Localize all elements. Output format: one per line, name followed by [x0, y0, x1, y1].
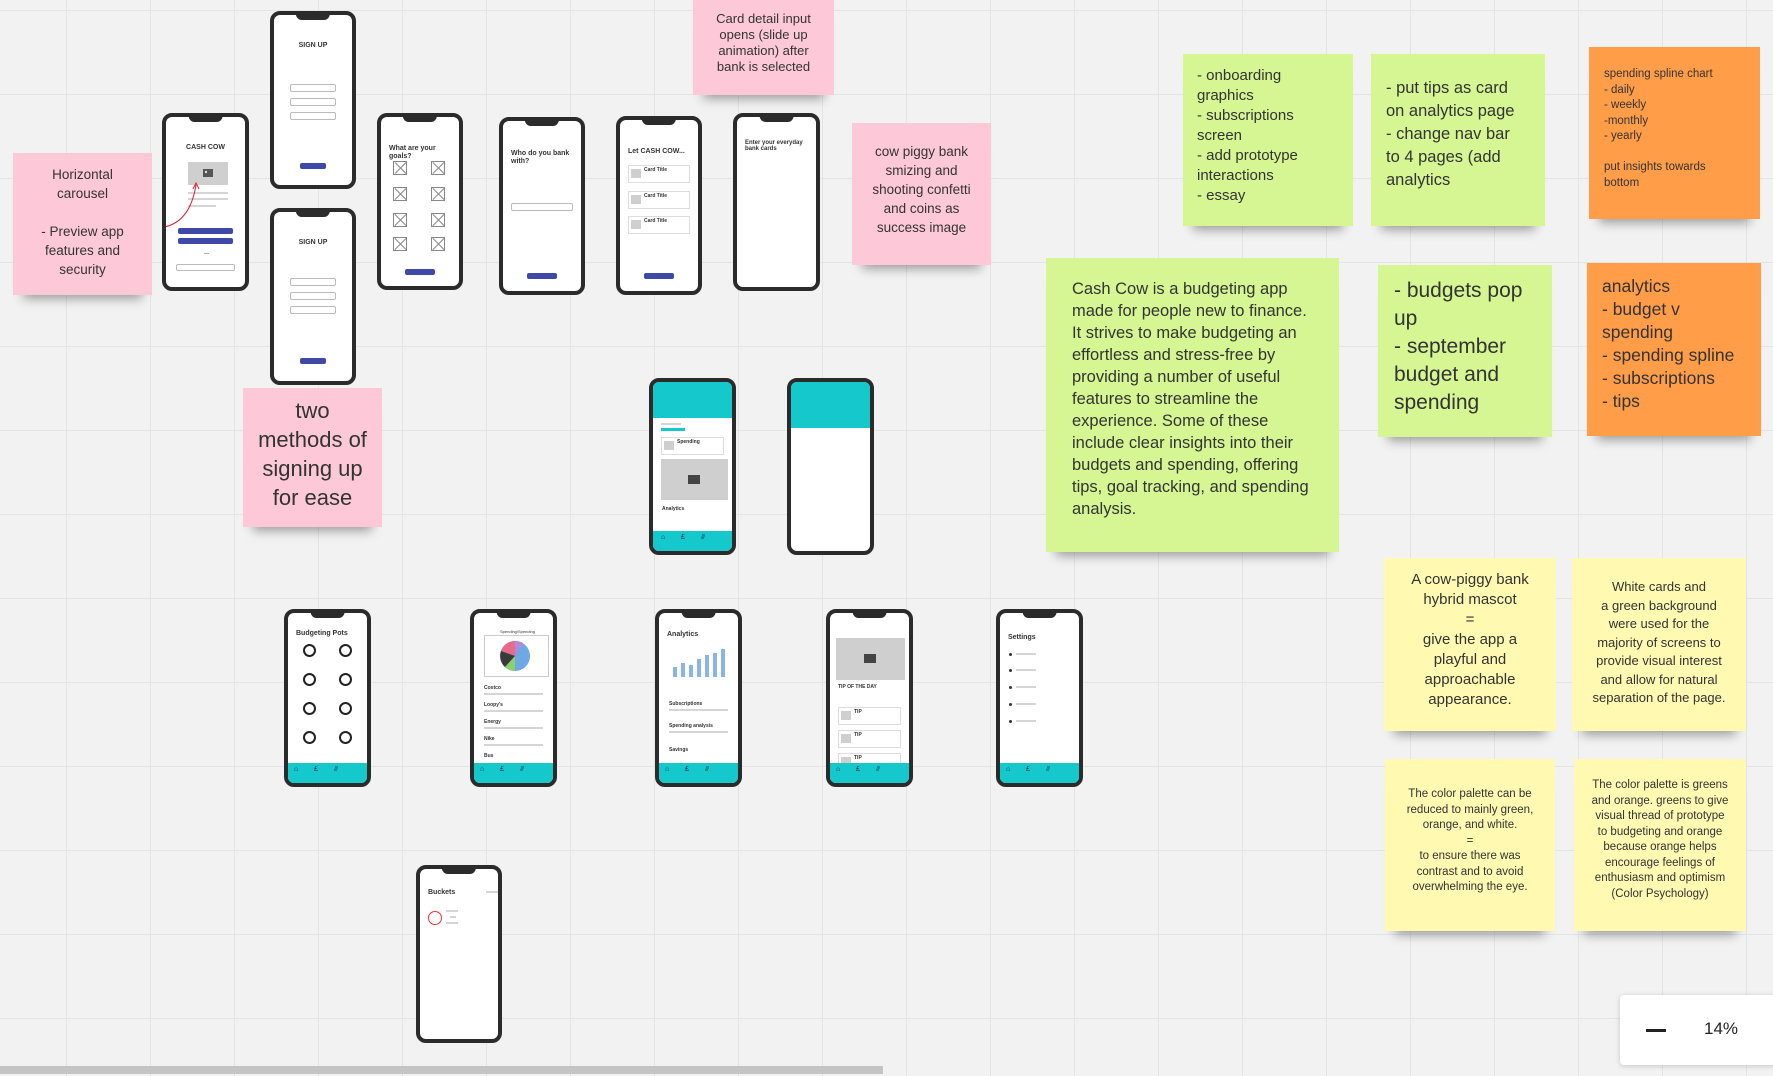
next-button[interactable]: [300, 358, 326, 364]
image-icon: [688, 475, 700, 484]
phone-buckets[interactable]: Buckets: [416, 865, 502, 1043]
sticky-note-mascot[interactable]: A cow-piggy bank hybrid mascot = give th…: [1384, 558, 1556, 731]
image-placeholder: [836, 638, 905, 680]
sticky-note-piggy-bank[interactable]: cow piggy bank smizing and shooting conf…: [852, 123, 991, 265]
chart-icon[interactable]: ⫻: [701, 534, 706, 541]
sticky-note-horizontal-carousel[interactable]: Horizontal carousel - Preview app featur…: [13, 153, 152, 295]
chart-icon[interactable]: ⫻: [334, 766, 339, 773]
phone-settings[interactable]: Settings ⌂ £ ⫻: [996, 609, 1083, 787]
phone-signup-2[interactable]: SIGN UP: [270, 208, 356, 385]
home-icon[interactable]: ⌂: [661, 534, 666, 541]
home-icon[interactable]: ⌂: [665, 766, 670, 773]
bottom-nav[interactable]: ⌂ £ ⫻: [659, 763, 738, 783]
pound-icon[interactable]: £: [500, 766, 504, 773]
phone-budgeting-pots[interactable]: Budgeting Pots ⌂ £ ⫻: [284, 609, 371, 787]
phone-signup-1[interactable]: SIGN UP: [270, 11, 356, 189]
phone-analytics[interactable]: Analytics Subscriptions Spending analysi…: [655, 609, 742, 787]
chart-icon[interactable]: ⫻: [1046, 766, 1051, 773]
sticky-note-white-cards[interactable]: White cards and a green background were …: [1572, 558, 1746, 731]
bar-chart: [673, 649, 725, 677]
continue-button[interactable]: [405, 269, 435, 275]
screen-title: SIGN UP: [298, 239, 328, 246]
pound-icon[interactable]: £: [856, 766, 860, 773]
phone-cash-cow-carousel[interactable]: CASH COW —: [162, 113, 249, 291]
screen-title: Enter your everyday bank cards: [745, 140, 803, 152]
minus-icon[interactable]: [1646, 1022, 1666, 1038]
bottom-nav[interactable]: ⌂ £ ⫻: [830, 763, 909, 783]
zoom-control: 14%: [1620, 995, 1773, 1065]
signup-button-1[interactable]: [178, 228, 233, 234]
screen-title: Analytics: [667, 631, 699, 638]
signup-button-2[interactable]: [178, 238, 233, 244]
sticky-note-two-methods[interactable]: two methods of signing up for ease: [243, 388, 382, 527]
sticky-note-analytics[interactable]: analytics - budget v spending - spending…: [1587, 263, 1761, 436]
sticky-note-card-detail[interactable]: Card detail input opens (slide up animat…: [693, 0, 834, 95]
home-icon[interactable]: ⌂: [1006, 766, 1011, 773]
pound-icon[interactable]: £: [685, 766, 689, 773]
chart-icon[interactable]: ⫻: [520, 766, 525, 773]
continue-button[interactable]: [527, 273, 557, 279]
phone-tips[interactable]: TIP OF THE DAY TIP TIP TIP ⌂ £ ⫻: [826, 609, 913, 787]
pie-chart: [500, 640, 530, 671]
home-icon[interactable]: ⌂: [836, 766, 841, 773]
phone-home-dashboard[interactable]: Spending Analytics ⌂ £ ⫻: [649, 378, 736, 555]
carousel-arrow: [166, 181, 200, 227]
phone-let-cash-cow[interactable]: Let CASH COW... Card Title Card Title Ca…: [616, 116, 702, 295]
sticky-note-palette-greens[interactable]: The color palette is greens and orange. …: [1574, 759, 1746, 931]
screen-title: Settings: [1008, 634, 1036, 641]
phone-blank-header[interactable]: [787, 378, 874, 555]
image-icon: [203, 169, 213, 177]
chart-icon[interactable]: ⫻: [876, 766, 881, 773]
screen-title: Budgeting Pots: [296, 630, 348, 637]
screen-title: Who do you bank with?: [511, 150, 570, 165]
bottom-nav[interactable]: ⌂ £ ⫻: [1000, 763, 1079, 783]
chart-icon[interactable]: ⫻: [705, 766, 710, 773]
screen-title: Let CASH COW...: [628, 148, 685, 155]
next-button[interactable]: [300, 163, 326, 169]
sticky-note-palette-reduce[interactable]: The color palette can be reduced to main…: [1385, 759, 1555, 931]
screen-title: What are your goals?: [389, 145, 436, 160]
bottom-nav[interactable]: ⌂ £ ⫻: [474, 763, 553, 783]
phone-everyday-cards[interactable]: Enter your everyday bank cards: [733, 113, 820, 291]
sticky-note-app-description[interactable]: Cash Cow is a budgeting app made for peo…: [1046, 258, 1339, 552]
continue-button[interactable]: [644, 273, 674, 279]
phone-spending-pie[interactable]: Spending/Spending Costco Loopy's Energy …: [470, 609, 557, 787]
screen-title: SIGN UP: [298, 42, 328, 49]
phone-bank-select[interactable]: Who do you bank with?: [499, 117, 585, 295]
sticky-note-budgets-popup[interactable]: - budgets pop up - september budget and …: [1378, 265, 1552, 437]
sticky-note-spending-spline[interactable]: spending spline chart - daily - weekly -…: [1589, 47, 1760, 219]
home-icon[interactable]: ⌂: [294, 766, 299, 773]
image-placeholder: [661, 459, 728, 500]
pound-icon[interactable]: £: [314, 766, 318, 773]
sticky-note-tips-card[interactable]: - put tips as card on analytics page - c…: [1371, 54, 1545, 226]
bottom-nav[interactable]: ⌂ £ ⫻: [653, 531, 732, 551]
home-icon[interactable]: ⌂: [480, 766, 485, 773]
pound-icon[interactable]: £: [681, 534, 685, 541]
screen-title: CASH COW: [186, 144, 225, 151]
bottom-nav[interactable]: ⌂ £ ⫻: [288, 763, 367, 783]
screen-title: Buckets: [428, 889, 456, 896]
image-icon: [864, 654, 876, 663]
phone-goals[interactable]: What are your goals?: [377, 113, 463, 290]
horizontal-scrollbar[interactable]: [0, 1066, 883, 1074]
sticky-note-onboarding[interactable]: - onboarding graphics - subscriptions sc…: [1183, 54, 1353, 226]
pound-icon[interactable]: £: [1026, 766, 1030, 773]
zoom-level[interactable]: 14%: [1704, 1019, 1739, 1038]
image-placeholder: [188, 162, 228, 185]
bank-search-input[interactable]: [511, 203, 573, 211]
